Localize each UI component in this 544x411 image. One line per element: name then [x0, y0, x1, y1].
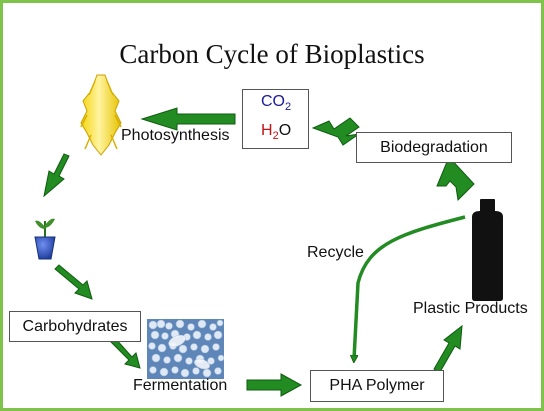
cycle-overlay — [34, 74, 503, 397]
h2o-subscript: 2 — [272, 130, 279, 143]
h2o-formula: H2O — [261, 119, 291, 148]
arrow-bio-to-co2 — [311, 117, 360, 146]
seedling-pot-icon — [34, 218, 56, 260]
plastic-products-label: Plastic Products — [413, 300, 528, 317]
arrow-ferm-to-pha — [246, 373, 303, 397]
arrow-pha-to-plastic — [433, 324, 463, 373]
arrow-corn-to-pot — [43, 153, 70, 198]
arrow-pot-to-carb — [54, 264, 93, 300]
diagram-title: Carbon Cycle of Bioplastics — [119, 39, 425, 69]
recycle-arrow — [354, 215, 466, 359]
fermentation-label: Fermentation — [133, 377, 228, 394]
co2-formula: CO2 — [261, 90, 291, 119]
h2o-h: H — [261, 122, 273, 139]
carbohydrates-box: Carbohydrates — [9, 311, 141, 342]
corn-cob-icon — [80, 74, 122, 156]
arrow-bottle-to-bio — [436, 156, 475, 202]
plastic-bottle-icon — [472, 199, 503, 301]
photosynthesis-label: Photosynthesis — [121, 127, 230, 144]
bacteria-micrograph-icon — [147, 319, 224, 379]
co2-c: CO — [261, 92, 285, 110]
recycle-label: Recycle — [307, 244, 364, 261]
co2-h2o-box: CO2 H2O — [242, 89, 309, 149]
h2o-o: O — [278, 122, 292, 139]
arrow-co2-to-corn — [140, 107, 236, 131]
biodegradation-box: Biodegradation — [356, 132, 512, 163]
co2-subscript: 2 — [285, 101, 292, 113]
pha-polymer-box: PHA Polymer — [310, 370, 444, 402]
